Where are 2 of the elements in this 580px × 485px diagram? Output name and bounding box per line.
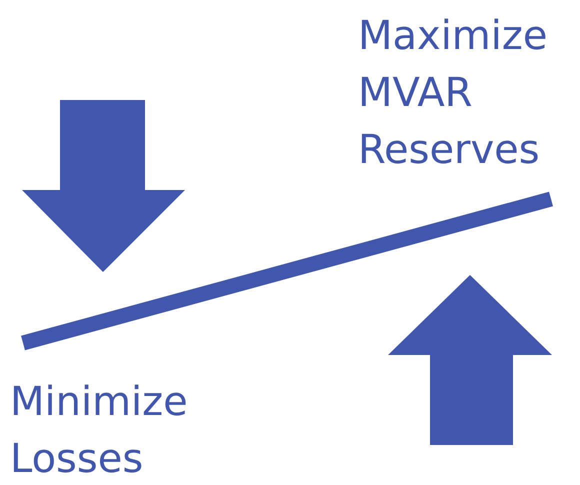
goal-label: Minimize Losses bbox=[10, 378, 189, 484]
goal-label: Maximize MVAR Reserves bbox=[358, 12, 548, 175]
